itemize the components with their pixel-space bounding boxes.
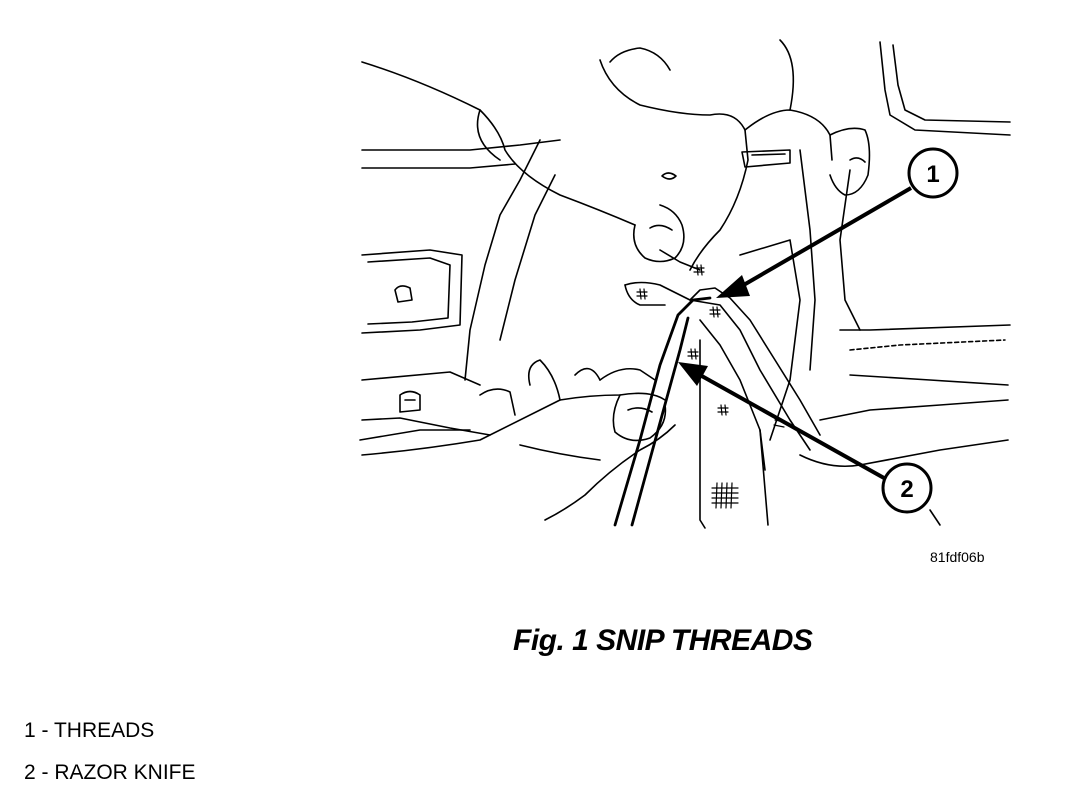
figure-code: 81fdf06b	[930, 549, 985, 565]
callout-2-number: 2	[900, 476, 913, 503]
legend: 1 - THREADS 2 - RAZOR KNIFE	[24, 716, 196, 800]
legend-item-razor-knife: 2 - RAZOR KNIFE	[24, 761, 196, 784]
seat-cover-flap-drawing	[624, 281, 821, 529]
razor-knife-drawing[interactable]	[613, 296, 712, 527]
line-drawing-illustration: 1 2	[359, 39, 1011, 529]
stitch-marks	[636, 264, 786, 509]
lower-hand-drawing	[361, 359, 676, 521]
figure-title: Fig. 1 SNIP THREADS	[513, 624, 813, 657]
callout-1-number: 1	[926, 161, 939, 188]
door-panel-drawing	[359, 139, 791, 441]
legend-item-threads: 1 - THREADS	[24, 719, 155, 742]
upper-hand-drawing	[361, 39, 871, 271]
seat-trim-drawing	[739, 41, 1011, 526]
callout-2: 2	[678, 362, 933, 514]
callout-1: 1	[716, 147, 959, 298]
